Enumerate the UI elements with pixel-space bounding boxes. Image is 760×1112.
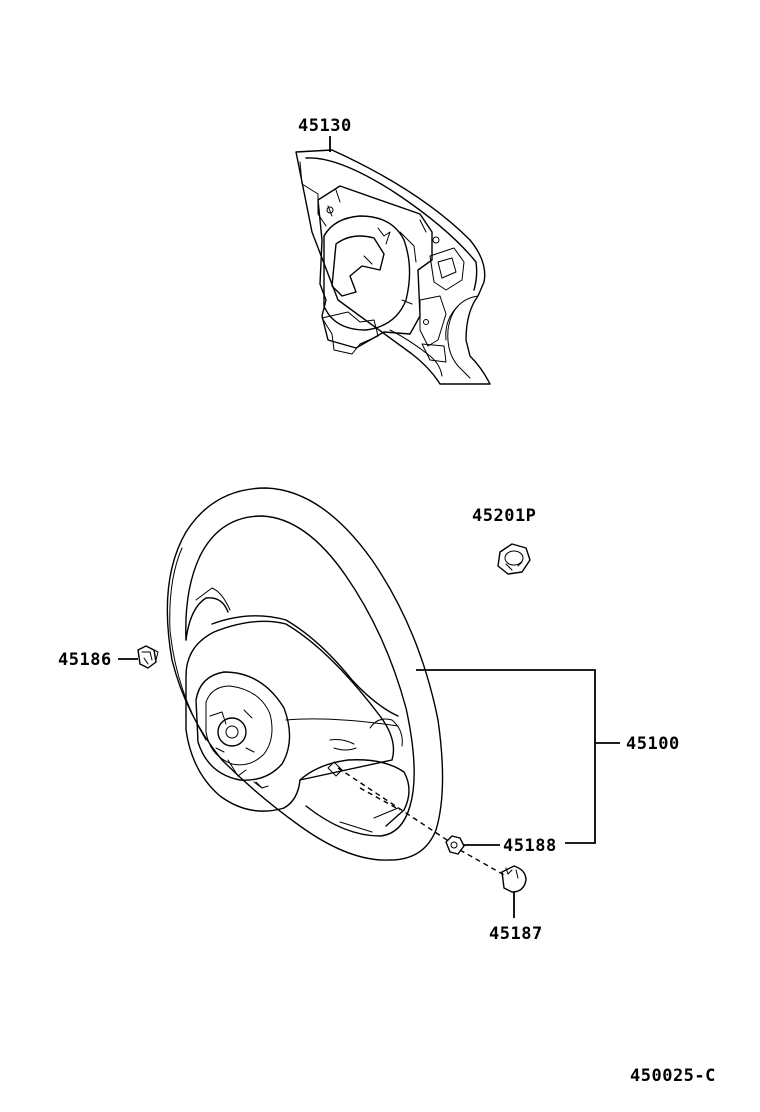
- screw-drawing: [445, 835, 465, 855]
- clip-drawing: [137, 645, 159, 669]
- part-label-airbag-pad: 45130: [298, 116, 352, 136]
- nut-drawing: [497, 543, 531, 575]
- part-label-nut: 45201P: [472, 506, 537, 526]
- diagram-code: 450025-C: [630, 1066, 716, 1086]
- part-label-screw: 45188: [503, 836, 557, 856]
- cover-drawing: [501, 865, 527, 893]
- part-label-steering-wheel: 45100: [626, 734, 680, 754]
- part-label-cover: 45187: [489, 924, 543, 944]
- part-label-clip: 45186: [58, 650, 112, 670]
- leader-lines: [118, 136, 620, 918]
- steering-wheel-drawing: [166, 487, 444, 861]
- airbag-pad-drawing: [295, 149, 491, 385]
